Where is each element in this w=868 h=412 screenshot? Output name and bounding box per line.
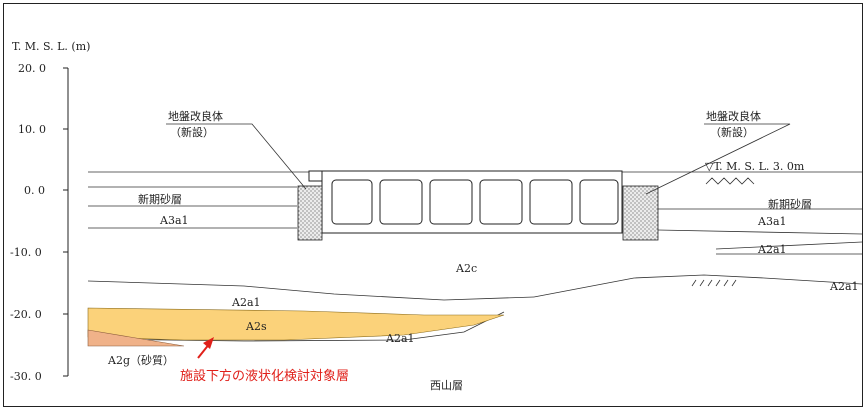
tick-label: 20. 0 — [18, 62, 46, 75]
label-a2al-right-far: A2a1 — [829, 280, 859, 293]
annotation-arrow — [197, 337, 214, 359]
ground-improvement-left — [297, 185, 323, 241]
label-a2al-left: A2a1 — [231, 296, 261, 309]
hatch-mark — [691, 279, 737, 287]
label-a2al-right-upper: A2a1 — [757, 243, 787, 256]
y-axis: T. M. S. L. (m) 20. 0 10. 0 0. 0 -10. 0 … — [10, 40, 90, 383]
label-new-sand-right: 新期砂層 — [768, 197, 812, 211]
box-culvert — [308, 170, 623, 234]
a2g-layer — [87, 329, 185, 347]
label-a3al-left: A3a1 — [159, 214, 189, 227]
label-a2g: A2g（砂質） — [107, 353, 174, 367]
layer-lines — [87, 171, 863, 342]
label-new-right: （新設） — [710, 125, 754, 139]
annotation-text: 施設下方の液状化検討対象層 — [180, 368, 349, 384]
tick-label: 0. 0 — [24, 184, 45, 197]
label-a3al-right: A3a1 — [757, 215, 787, 228]
label-new-sand-left: 新期砂層 — [138, 192, 182, 206]
label-water-level: ▽T. M. S. L. 3. 0m — [705, 160, 805, 173]
label-a2al-bottom: A2a1 — [385, 332, 415, 345]
label-ground-improvement-left: 地盤改良体 — [168, 109, 223, 123]
label-new-left: （新設） — [170, 125, 214, 139]
label-ground-improvement-right: 地盤改良体 — [706, 109, 761, 123]
axis-title: T. M. S. L. (m) — [12, 40, 90, 53]
leader-lines — [166, 123, 791, 195]
ground-improvement-right — [622, 185, 659, 241]
tick-label: -30. 0 — [10, 370, 42, 383]
tick-label: 10. 0 — [18, 123, 46, 136]
cross-section-diagram: T. M. S. L. (m) 20. 0 10. 0 0. 0 -10. 0 … — [10, 40, 863, 392]
label-a2s: A2s — [245, 320, 267, 333]
label-a2c: A2c — [455, 262, 477, 275]
tick-label: -20. 0 — [10, 308, 42, 321]
label-nishiyama: 西山層 — [430, 379, 463, 392]
tick-label: -10. 0 — [10, 246, 42, 259]
water-level-mark — [705, 177, 755, 185]
diagram-frame: T. M. S. L. (m) 20. 0 10. 0 0. 0 -10. 0 … — [3, 3, 863, 407]
